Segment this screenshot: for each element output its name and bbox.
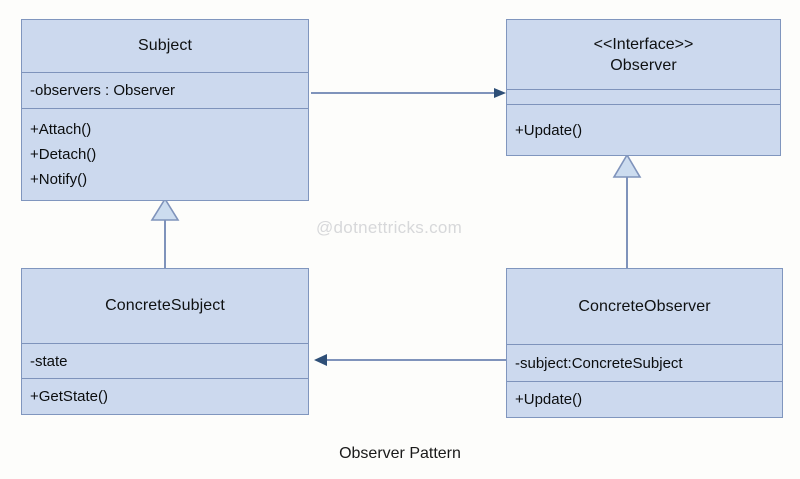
generalization-concreteobserver-to-observer [612, 153, 642, 268]
operation-row: +Attach() [30, 121, 92, 138]
operation-row: +GetState() [30, 388, 108, 405]
class-operations-compartment: +GetState() [22, 378, 308, 414]
class-operations-compartment: +Update() [507, 104, 780, 155]
uml-class-concreteobserver[interactable]: ConcreteObserver -subject:ConcreteSubjec… [506, 268, 783, 418]
class-attributes-compartment: -observers : Observer [22, 72, 308, 108]
uml-class-subject[interactable]: Subject -observers : Observer +Attach() … [21, 19, 309, 201]
arrowhead-left-icon [314, 354, 327, 366]
operation-row: +Notify() [30, 171, 88, 188]
operation-row: +Update() [515, 121, 583, 139]
class-title-compartment: ConcreteObserver [507, 269, 782, 344]
diagram-caption: Observer Pattern [339, 445, 461, 462]
class-name-concreteobserver: ConcreteObserver [578, 297, 711, 315]
class-title-compartment: Subject [22, 20, 308, 72]
operation-row: +Update() [515, 391, 583, 408]
association-subject-to-observer [311, 88, 506, 98]
uml-class-concretesubject[interactable]: ConcreteSubject -state +GetState() [21, 268, 309, 415]
attribute-row: -observers : Observer [30, 82, 176, 99]
hollow-triangle-up-icon [612, 153, 642, 178]
generalization-concretesubject-to-subject [150, 197, 180, 268]
class-operations-compartment: +Update() [507, 381, 782, 417]
class-title-compartment: <<Interface>> Observer [507, 20, 780, 89]
class-operations-compartment: +Attach() +Detach() +Notify() [22, 108, 308, 200]
class-stereotype-observer: <<Interface>> [593, 35, 694, 53]
class-title-compartment: ConcreteSubject [22, 269, 308, 343]
class-attributes-compartment: -subject:ConcreteSubject [507, 344, 782, 381]
association-concreteobserver-to-concretesubject [314, 354, 506, 366]
operation-row: +Detach() [30, 146, 97, 163]
attribute-row: -subject:ConcreteSubject [515, 354, 683, 372]
attribute-row: -state [30, 352, 68, 370]
arrowhead-right-icon [494, 88, 506, 98]
class-name-subject: Subject [137, 37, 193, 54]
watermark: @dotnettricks.com [316, 218, 463, 237]
class-name-concretesubject: ConcreteSubject [105, 297, 225, 314]
uml-class-observer[interactable]: <<Interface>> Observer +Update() [506, 19, 781, 156]
class-attributes-compartment: -state [22, 343, 308, 378]
hollow-triangle-up-icon [150, 197, 180, 221]
class-name-observer: Observer [610, 56, 677, 74]
class-attributes-compartment [507, 89, 780, 104]
